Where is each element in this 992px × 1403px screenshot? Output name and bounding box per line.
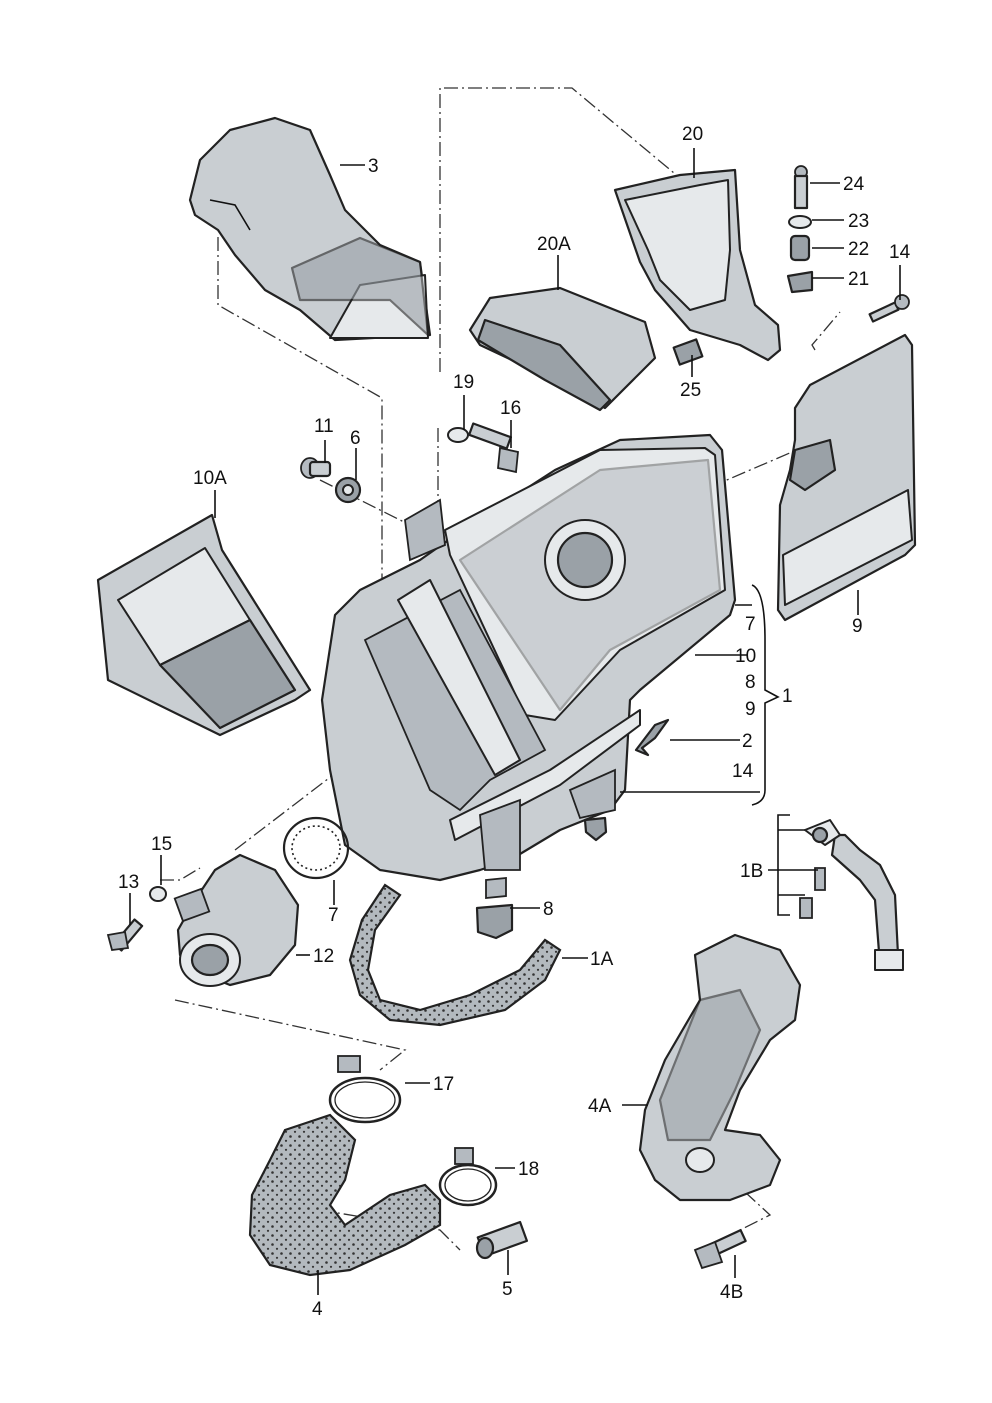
callout-2: 2 <box>742 731 753 752</box>
callout-4A: 4A <box>588 1096 612 1117</box>
callout-8-housing: 8 <box>745 672 756 693</box>
grommet-part-8-lower <box>475 903 514 940</box>
callout-10: 10 <box>735 646 756 667</box>
callout-3: 3 <box>368 156 379 177</box>
bolt-part-4B <box>693 1229 747 1270</box>
air-mass-meter-part-12 <box>173 853 300 987</box>
screw-part-14-upper <box>868 294 910 323</box>
callout-11: 11 <box>314 416 334 437</box>
callout-18: 18 <box>518 1159 539 1180</box>
screw-part-24 <box>793 165 809 210</box>
callout-13: 13 <box>118 872 139 893</box>
callout-14-upper: 14 <box>889 242 911 263</box>
callout-4: 4 <box>312 1299 323 1320</box>
air-filter-housing <box>320 433 737 882</box>
callout-16: 16 <box>500 398 521 419</box>
vent-hose-part-1B <box>799 819 904 971</box>
cover-part-20 <box>613 168 782 362</box>
bolt-part-13 <box>106 918 144 952</box>
callout-6: 6 <box>350 428 361 449</box>
intake-duct-part-3 <box>188 116 432 342</box>
leader-lines <box>129 148 901 1295</box>
grommet-part-21 <box>786 270 814 294</box>
callout-20: 20 <box>682 124 703 145</box>
callout-21: 21 <box>848 269 869 290</box>
callout-15: 15 <box>151 834 172 855</box>
hose-clamp-part-18 <box>438 1147 498 1207</box>
grommet-part-8-upper <box>583 816 608 842</box>
callout-10A: 10A <box>193 468 227 489</box>
callout-22: 22 <box>848 239 869 260</box>
callout-9-shield: 9 <box>852 616 863 637</box>
callout-1B: 1B <box>740 861 763 882</box>
clip-part-2 <box>634 718 670 757</box>
grommet-part-6 <box>334 476 362 504</box>
grommet-part-8-top <box>485 877 507 899</box>
hose-clamp-part-17 <box>328 1055 402 1124</box>
callout-8-grommet: 8 <box>543 899 554 920</box>
callout-5: 5 <box>502 1279 513 1300</box>
bolt-part-11 <box>300 457 332 479</box>
hose-part-4 <box>248 1113 442 1277</box>
air-guide-tray-part-20A <box>468 286 657 412</box>
heat-shield-part-9 <box>776 333 917 622</box>
callout-1: 1 <box>782 686 793 707</box>
callout-14-housing: 14 <box>732 761 754 782</box>
hose-part-1A <box>348 883 562 1027</box>
callout-labels: 3 20A 20 24 23 22 21 14 25 19 16 11 6 10… <box>118 124 911 1320</box>
washer-part-19 <box>447 427 469 443</box>
callout-19: 19 <box>453 372 474 393</box>
callout-1A: 1A <box>590 949 614 970</box>
callout-7-gasket: 7 <box>328 905 339 926</box>
callout-17: 17 <box>433 1074 454 1095</box>
callout-12: 12 <box>313 946 334 967</box>
callout-24: 24 <box>843 174 865 195</box>
callout-23: 23 <box>848 211 869 232</box>
callout-7-housing: 7 <box>745 614 756 635</box>
clip-part-25 <box>672 338 704 366</box>
callout-20A: 20A <box>537 234 571 255</box>
bolt-part-16 <box>468 422 519 474</box>
washer-part-15 <box>149 886 167 902</box>
gasket-part-7 <box>282 816 350 880</box>
connector-part-5 <box>475 1220 529 1260</box>
air-scoop-part-10A <box>96 513 312 737</box>
corrugated-hose-part-4A <box>638 933 802 1202</box>
callout-9-housing: 9 <box>745 699 756 720</box>
washer-part-23 <box>788 215 812 229</box>
sleeve-part-22 <box>789 234 811 262</box>
callout-25: 25 <box>680 380 701 401</box>
callout-4B: 4B <box>720 1282 743 1303</box>
